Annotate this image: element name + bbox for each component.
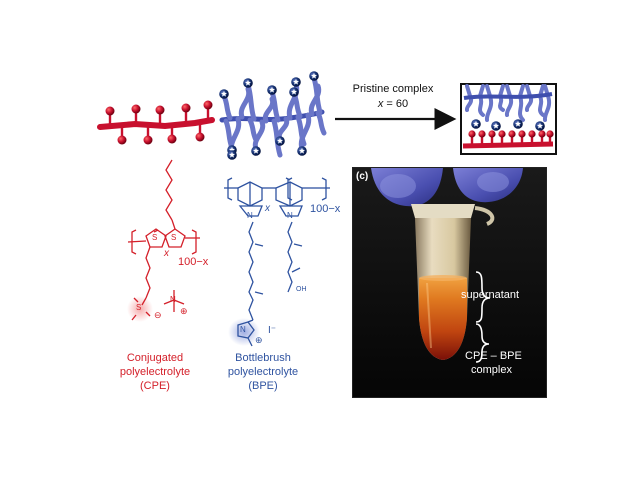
arrow-label-rest: = 60 xyxy=(383,98,409,110)
cpe-x-label: x xyxy=(164,248,169,259)
bpe-star-mark xyxy=(245,79,251,86)
bpe-bristle xyxy=(298,112,312,152)
bpe-star-mark xyxy=(299,147,305,154)
bpe-cation-label: ⊕ xyxy=(255,335,263,345)
complex-cpe-bead xyxy=(538,130,546,138)
complex-bristle xyxy=(498,84,505,98)
bpe-subscript-label: 100−x xyxy=(310,203,341,215)
bpe-caption-line2: polyelectrolyte xyxy=(227,366,299,378)
vial-photo xyxy=(353,168,546,397)
cpe-cartoon xyxy=(97,100,215,145)
complex-cartoon xyxy=(460,83,557,155)
bpe-bristle xyxy=(247,117,259,143)
complex-bristle xyxy=(505,84,512,98)
bpe-bristle xyxy=(286,81,300,121)
complex-cpe-bead xyxy=(508,130,516,138)
complex-bristle xyxy=(478,84,485,98)
cpe-charge-bead xyxy=(105,106,115,116)
cpe-charge-bead xyxy=(195,132,205,142)
cpe-charge-bead xyxy=(143,135,153,145)
cpe-charge-bead xyxy=(181,103,191,113)
bpe-star-mark xyxy=(311,72,317,79)
complex-cpe-bead xyxy=(498,130,506,138)
cpe-caption-line3: (CPE) xyxy=(140,380,170,392)
cpe-anion-label: ⊖ xyxy=(154,310,162,320)
bpe-star-mark xyxy=(515,120,521,127)
supernatant-label: supernatant xyxy=(461,289,520,301)
complex-bristle xyxy=(465,84,472,98)
arrow-label-var: x xyxy=(377,98,384,110)
cpe-cation-label: ⊕ xyxy=(180,306,188,316)
bpe-bristle xyxy=(276,116,290,142)
bpe-nitrogen-label-1: N xyxy=(247,211,253,220)
cpe-subscript-label: 100−x xyxy=(178,256,209,268)
bpe-star-mark xyxy=(493,122,499,129)
bpe-nitrogen-label-2: N xyxy=(287,211,293,220)
cpe-charge-bead xyxy=(167,134,177,144)
complex-cpe-bead xyxy=(528,130,536,138)
cpe-charge-bead xyxy=(203,100,213,110)
bpe-bristle xyxy=(291,91,303,119)
complex-label-line2: complex xyxy=(471,364,512,376)
bpe-star-mark xyxy=(293,78,299,85)
bpe-hydroxyl-label: OH xyxy=(296,286,307,293)
complex-bristle xyxy=(518,94,525,122)
arrow-label-line2: x = 60 xyxy=(378,98,408,110)
cpe-structure xyxy=(127,159,200,322)
complex-bristle xyxy=(518,84,525,98)
complex-bristle xyxy=(542,94,552,122)
bpe-star-mark xyxy=(229,151,235,158)
cpe-charge-bead xyxy=(117,135,127,145)
cpe-charge-bead xyxy=(131,104,141,114)
bpe-bristle xyxy=(315,110,327,136)
complex-bristle xyxy=(478,94,485,117)
bpe-star-mark xyxy=(253,147,259,154)
photo-panel: (c) supernatant CPE – BPE complex xyxy=(352,167,547,398)
bpe-bristle xyxy=(252,119,266,152)
cpe-nitrogen-label: N xyxy=(170,295,176,304)
cpe-backbone xyxy=(97,117,215,130)
bpe-structure xyxy=(224,177,330,347)
cpe-sulfur-label-3: S xyxy=(136,303,142,312)
cpe-charge-bead xyxy=(155,105,165,115)
bpe-imidazolium-nitrogen: N xyxy=(240,325,246,334)
bpe-bristle xyxy=(269,89,281,123)
arrow-label-line1: Pristine complex xyxy=(352,83,434,95)
bpe-star-mark xyxy=(291,88,297,95)
bpe-star-mark xyxy=(269,86,275,93)
bpe-star-mark xyxy=(221,90,227,97)
complex-bristle xyxy=(538,94,545,117)
complex-label-line1: CPE – BPE xyxy=(465,350,522,362)
cpe-sulfur-label-2: S xyxy=(171,233,177,242)
cpe-sulfur-label-1: S xyxy=(152,233,158,242)
bpe-bristle xyxy=(221,93,233,121)
bpe-star-mark xyxy=(537,122,543,129)
panel-label: (c) xyxy=(356,171,369,182)
complex-cpe-bead xyxy=(546,130,554,138)
bpe-bristle xyxy=(245,82,257,122)
complex-cpe-bead xyxy=(488,130,496,138)
complex-cpe-bead xyxy=(518,130,526,138)
cpe-caption-line1: Conjugated xyxy=(126,352,184,364)
bpe-anion-label: I⁻ xyxy=(268,325,277,336)
bpe-x-label: x xyxy=(265,203,270,214)
bpe-cartoon xyxy=(219,71,327,160)
complex-bristle xyxy=(484,94,494,122)
bpe-star-mark xyxy=(277,137,283,144)
cpe-caption-line2: polyelectrolyte xyxy=(119,366,191,378)
bpe-star-mark xyxy=(473,120,479,127)
complex-bristle xyxy=(485,84,492,98)
complex-cpe-bead xyxy=(468,130,476,138)
complex-bristle xyxy=(525,84,532,98)
photo-labels: (c) supernatant CPE – BPE complex xyxy=(353,168,546,397)
bpe-caption-line1: Bottlebrush xyxy=(235,352,291,364)
complex-cpe-bead xyxy=(478,130,486,138)
bpe-bristle xyxy=(311,75,323,115)
bpe-caption-line3: (BPE) xyxy=(248,380,278,392)
